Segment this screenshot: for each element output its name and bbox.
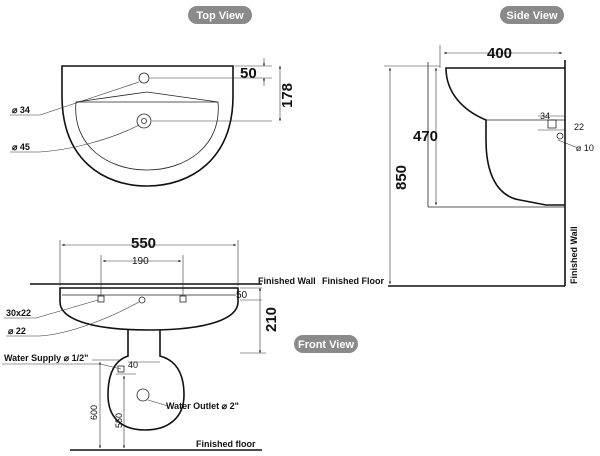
fixing-slot-left <box>97 295 105 303</box>
svg-text:Top View: Top View <box>196 10 244 22</box>
pedestal-front <box>107 330 185 431</box>
dim-550: 550 <box>131 235 156 252</box>
svg-text:Front View: Front View <box>298 339 354 351</box>
top-view: 50 178 ⌀ 34 ⌀ 45 <box>10 58 296 187</box>
water-outlet <box>136 388 150 402</box>
tap-hole-circle <box>138 72 150 84</box>
waste-hole-label: ⌀ 45 <box>12 142 30 152</box>
dim-850: 850 <box>393 165 410 190</box>
dim-50-front: 50 <box>236 290 248 301</box>
dim-600: 600 <box>89 405 99 420</box>
basin-outline-front <box>59 287 239 331</box>
dim-190: 190 <box>132 256 149 267</box>
side-view-title: Side View <box>500 6 564 24</box>
water-supply-label: Water Supply ⌀ 1/2" <box>4 353 88 363</box>
dim-470: 470 <box>413 128 438 145</box>
dim-34: 34 <box>540 111 550 121</box>
dim-50-top: 50 <box>240 65 257 82</box>
overflow-hole-label: ⌀ 22 <box>8 326 26 336</box>
water-outlet-label: Water Outlet ⌀ 2" <box>166 401 239 411</box>
dim-550-pedestal: 550 <box>114 413 124 428</box>
dia-10: ⌀ 10 <box>576 143 594 153</box>
dim-400: 400 <box>487 45 512 62</box>
fixing-slot-right <box>179 295 187 303</box>
basin-bowl-inner-top <box>75 91 219 103</box>
top-view-title: Top View <box>188 6 252 24</box>
front-view-title: Front View <box>294 335 358 353</box>
finished-wall-label-side: Finished Wall <box>569 226 579 284</box>
dim-210: 210 <box>263 307 280 332</box>
dim-40: 40 <box>128 360 138 370</box>
basin-profile-side <box>445 67 565 206</box>
dim-178: 178 <box>279 83 296 108</box>
finished-floor-label-front: Finished floor <box>196 439 256 449</box>
basin-outline-top <box>61 65 234 187</box>
finished-floor-label-side: Finished Floor <box>322 276 384 286</box>
front-view: Finished Wall Finished floor 550 190 50 … <box>2 235 316 451</box>
fixing-slot-label: 30x22 <box>6 308 31 318</box>
side-view: 400 470 850 34 22 ⌀ 10 Finished Floor Fi… <box>322 45 594 287</box>
basin-bowl-top <box>75 101 219 171</box>
finished-wall-label-front: Finished Wall <box>258 276 316 286</box>
tap-hole-label: ⌀ 34 <box>12 105 30 115</box>
waste-hole-circle <box>136 113 152 129</box>
svg-text:Side View: Side View <box>506 10 558 22</box>
overflow-hole <box>138 296 146 304</box>
dim-22: 22 <box>574 122 584 132</box>
